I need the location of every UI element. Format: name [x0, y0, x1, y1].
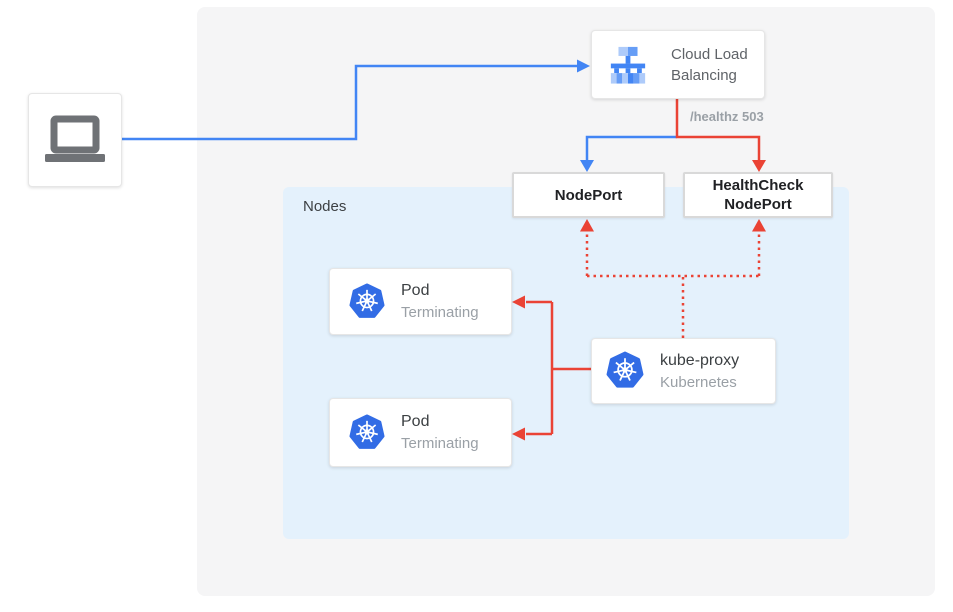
pod-box: Pod Terminating: [329, 398, 512, 467]
pod-title: Pod: [401, 282, 430, 299]
client-box: [28, 93, 122, 187]
healthcheck-nodeport-label-line2: NodePort: [724, 196, 792, 213]
kube-proxy-title: kube-proxy: [660, 351, 740, 369]
nodes-label: Nodes: [303, 198, 347, 215]
nodeport-label: NodePort: [554, 186, 623, 204]
healthcheck-nodeport-label-line1: HealthCheck: [712, 177, 804, 194]
kubernetes-icon: [349, 283, 385, 318]
laptop-icon: [45, 115, 105, 162]
kube-proxy-subtitle: Kubernetes: [660, 373, 737, 391]
cloud-load-balancing-box: Cloud Load Balancing: [591, 30, 765, 99]
kubernetes-icon: [606, 351, 644, 388]
cloud-load-balancing-label: Cloud Load Balancing: [671, 45, 748, 84]
pod-title: Pod: [401, 413, 430, 430]
healthcheck-nodeport-box: HealthCheck NodePort: [683, 172, 833, 218]
pod-status: Terminating: [401, 435, 479, 452]
kube-proxy-box: kube-proxy Kubernetes: [591, 338, 776, 404]
pod-box: Pod Terminating: [329, 268, 512, 335]
nodeport-box: NodePort: [512, 172, 665, 218]
pod-status: Terminating: [401, 304, 479, 321]
cloud-load-balancing-icon: [610, 46, 646, 84]
healthz-status-label: /healthz 503: [690, 109, 764, 124]
kubernetes-icon: [349, 414, 385, 449]
